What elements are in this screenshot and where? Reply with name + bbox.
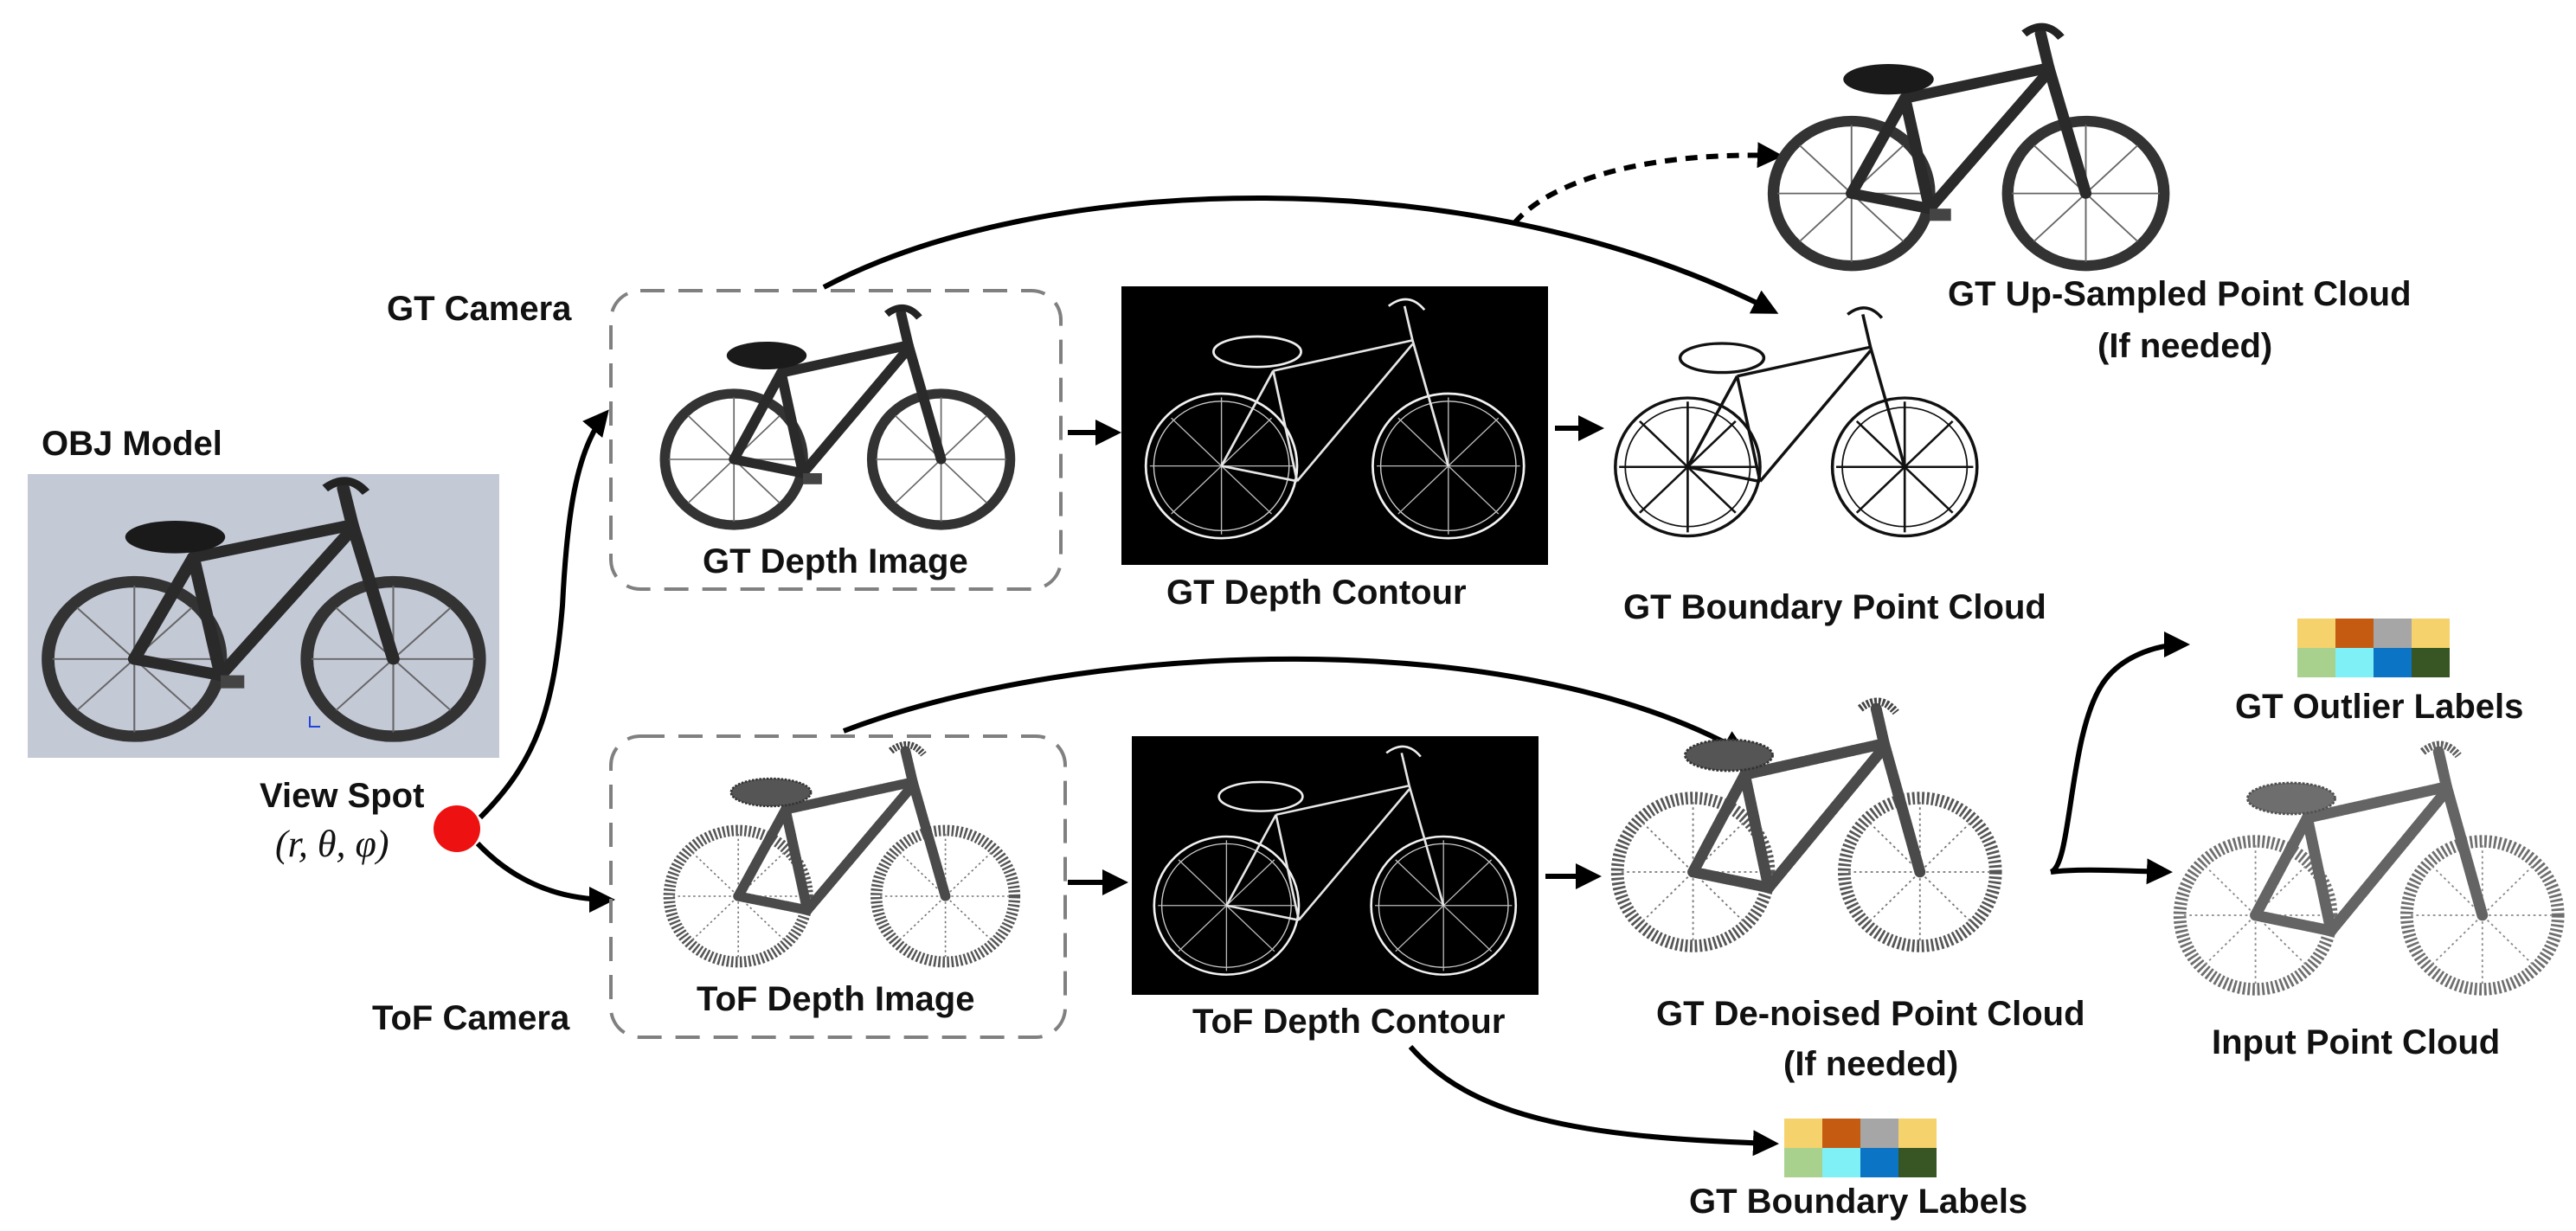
gt-outlier-labels-label: GT Outlier Labels [2235, 688, 2523, 726]
palette-cell [2335, 648, 2374, 677]
obj-model-label: OBJ Model [42, 425, 222, 463]
tof-depth-image-label: ToF Depth Image [697, 980, 974, 1018]
tof-depth-image-box [609, 734, 1067, 1039]
gt-upsampled-cloud-bicycle [1774, 27, 2164, 266]
arrow-to-outlier-labels [2049, 632, 2190, 875]
palette-cell [2335, 619, 2374, 648]
gt-depth-image-bicycle [665, 308, 1010, 525]
palette-cell [1822, 1148, 1860, 1177]
palette-cell [1860, 1148, 1898, 1177]
gt-denoised-label-line2: (If needed) [1783, 1045, 1958, 1083]
tof-depth-image-bicycle [669, 745, 1014, 962]
palette-cell [2412, 619, 2450, 648]
palette-cell [1822, 1119, 1860, 1148]
axis-gizmo-icon [309, 716, 320, 728]
input-point-cloud-bicycle [2180, 745, 2558, 990]
view-spot-dot [434, 805, 480, 852]
palette-cell [2412, 648, 2450, 677]
arrow-gt-image-to-boundary [822, 196, 1779, 314]
palette-cell [2297, 648, 2335, 677]
palette-cell [1898, 1119, 1937, 1148]
view-spot-label: View Spot [260, 777, 424, 815]
arrow-to-boundary-labels [1408, 1045, 1779, 1157]
gt-denoised-cloud-bicycle [1617, 702, 1995, 946]
gt-depth-image-label: GT Depth Image [703, 542, 968, 580]
tof-camera-label: ToF Camera [372, 999, 570, 1037]
gt-boundary-labels-palette [1784, 1119, 1937, 1177]
obj-model-panel [28, 474, 499, 758]
gt-upsampled-label-line2: (If needed) [2097, 327, 2272, 365]
tof-depth-contour-panel [1132, 736, 1539, 995]
gt-depth-image-box [609, 289, 1063, 591]
palette-cell [1784, 1119, 1822, 1148]
arrow-to-tof-camera [475, 841, 615, 913]
gt-boundary-cloud-bicycle [1614, 306, 1979, 538]
palette-cell [1898, 1148, 1937, 1177]
palette-cell [2374, 619, 2412, 648]
palette-cell [1784, 1148, 1822, 1177]
dashed-arrow-to-upsampled [1512, 142, 1783, 225]
view-spot-params: (r, θ, φ) [275, 823, 389, 865]
gt-boundary-labels-label: GT Boundary Labels [1689, 1183, 2027, 1221]
palette-cell [2297, 619, 2335, 648]
arrow-tof-image-to-denoised [842, 656, 1749, 755]
gt-camera-label: GT Camera [387, 290, 572, 328]
palette-cell [1860, 1119, 1898, 1148]
gt-depth-contour-panel [1121, 286, 1548, 565]
input-point-cloud-label: Input Point Cloud [2212, 1023, 2500, 1061]
gt-denoised-label-line1: GT De-noised Point Cloud [1656, 995, 2085, 1033]
gt-outlier-labels-palette [2297, 619, 2450, 677]
palette-cell [2374, 648, 2412, 677]
tof-depth-contour-label: ToF Depth Contour [1192, 1003, 1505, 1041]
arrow-to-input-cloud [2050, 858, 2173, 885]
gt-depth-contour-label: GT Depth Contour [1166, 574, 1467, 612]
gt-upsampled-label-line1: GT Up-Sampled Point Cloud [1948, 275, 2412, 313]
obj-model-background [28, 474, 499, 758]
gt-boundary-cloud-label: GT Boundary Point Cloud [1623, 588, 2046, 626]
arrow-to-gt-camera [478, 409, 609, 820]
